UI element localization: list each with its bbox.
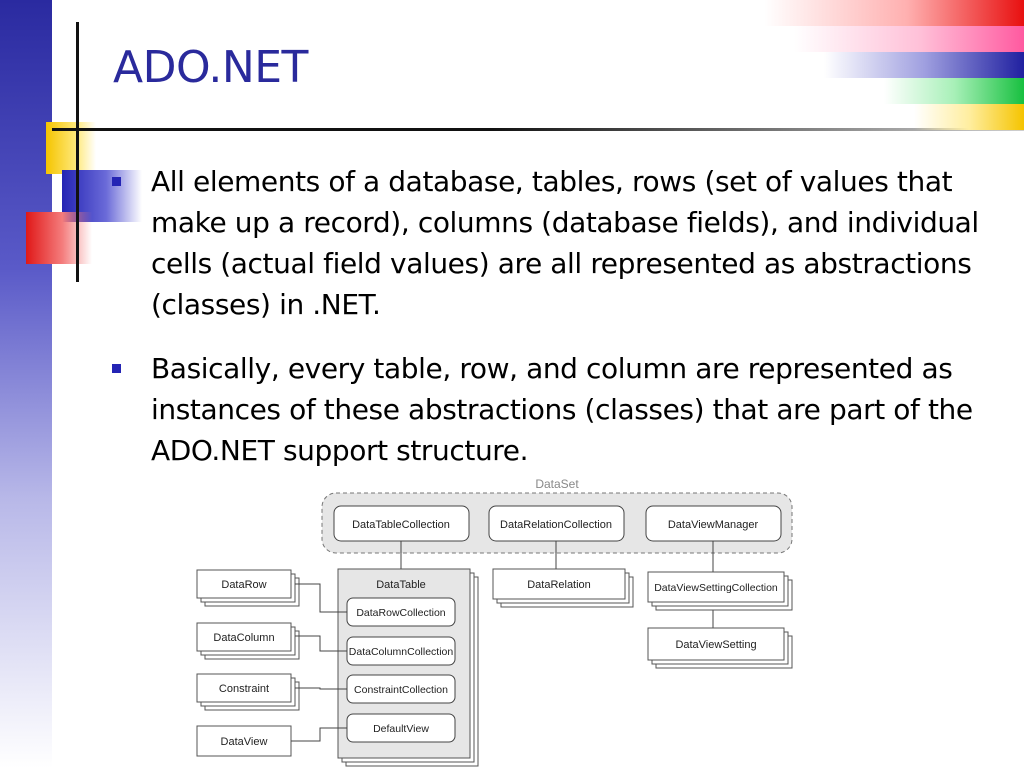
horizontal-rule	[52, 128, 1024, 131]
datarowcollection-label: DataRowCollection	[356, 607, 445, 619]
datacolumncollection-box: DataColumnCollection	[346, 636, 456, 666]
defaultview-label: DefaultView	[373, 723, 429, 735]
datatablecollection-box: DataTableCollection	[333, 505, 470, 542]
dataviewsetting-label: DataViewSetting	[675, 639, 756, 651]
blue-corner-band	[824, 52, 1024, 78]
constraint-label: Constraint	[219, 683, 269, 695]
green-corner-band	[884, 78, 1024, 104]
bullet-item: All elements of a database, tables, rows…	[112, 161, 1002, 325]
dataview-box: DataView	[196, 725, 292, 757]
red-corner-band	[764, 0, 1024, 26]
datacolumn-label: DataColumn	[213, 632, 274, 644]
dataview-label: DataView	[221, 736, 268, 748]
dataviewsettingcollection-label: DataViewSettingCollection	[654, 582, 778, 594]
datacolumncollection-label: DataColumnCollection	[349, 646, 454, 658]
datarowcollection-box: DataRowCollection	[346, 597, 456, 627]
datarelation-label: DataRelation	[527, 579, 591, 591]
slide-title: ADO.NET	[113, 42, 308, 93]
vertical-rule	[76, 22, 79, 282]
pink-corner-band	[794, 26, 1024, 52]
bullet-square-icon	[112, 177, 121, 186]
bullet-text: All elements of a database, tables, rows…	[151, 165, 979, 321]
datatable-label: DataTable	[376, 579, 426, 591]
bullet-item: Basically, every table, row, and column …	[112, 348, 1002, 471]
yellow-corner-band	[914, 104, 1024, 130]
dataviewsettingcollection-stack: DataViewSettingCollection	[647, 571, 793, 611]
dataviewsetting-stack: DataViewSetting	[647, 627, 793, 669]
defaultview-box: DefaultView	[346, 713, 456, 743]
dataviewmanager-box: DataViewManager	[645, 505, 782, 542]
bullet-square-icon	[112, 364, 121, 373]
dataviewmanager-label: DataViewManager	[668, 519, 759, 531]
datarelation-stack: DataRelation	[492, 568, 634, 608]
left-decorative-stripe	[0, 0, 52, 768]
constraintcollection-box: ConstraintCollection	[346, 674, 456, 704]
datarow-label: DataRow	[221, 579, 266, 591]
constraint-stack: Constraint	[196, 673, 300, 711]
datatablecollection-label: DataTableCollection	[352, 519, 450, 531]
constraintcollection-label: ConstraintCollection	[354, 684, 448, 696]
datarelationcollection-label: DataRelationCollection	[500, 519, 612, 531]
datarelationcollection-box: DataRelationCollection	[488, 505, 625, 542]
datarow-stack: DataRow	[196, 569, 300, 607]
ado-net-object-model-diagram: DataSet DataTableCollection DataRelation…	[196, 477, 793, 767]
bullet-text: Basically, every table, row, and column …	[151, 352, 973, 467]
dataset-label: DataSet	[535, 477, 579, 491]
red-accent-square	[26, 212, 92, 264]
datacolumn-stack: DataColumn	[196, 622, 300, 660]
